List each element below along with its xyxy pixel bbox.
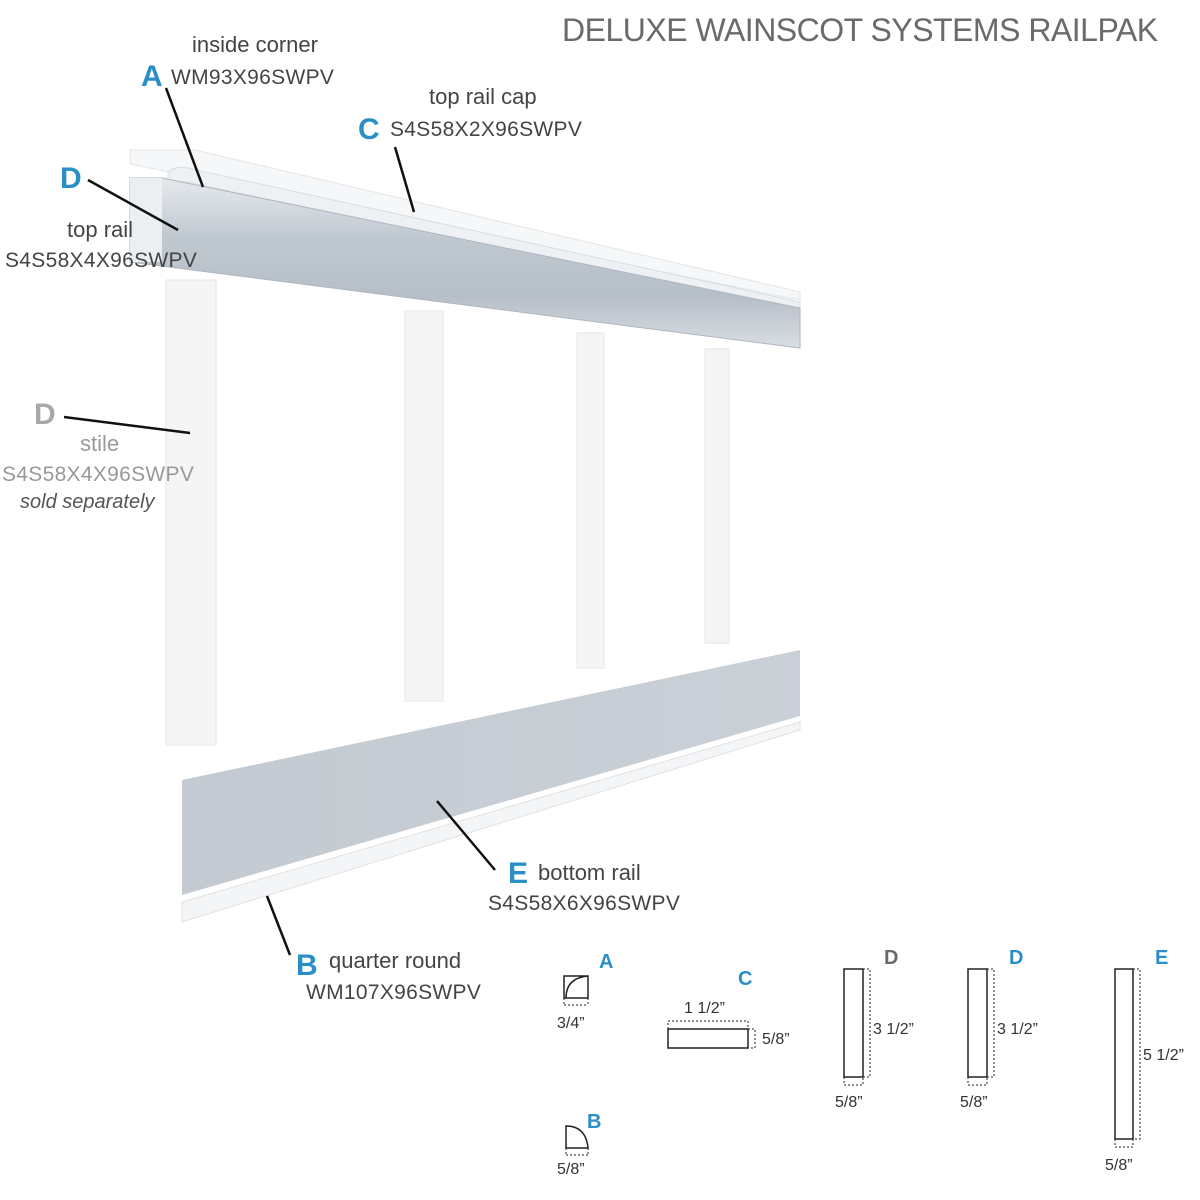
- profile-c-letter: C: [738, 968, 753, 990]
- stile-1: [165, 279, 217, 746]
- stile-2: [404, 310, 444, 702]
- inside-corner-code: WM93X96SWPV: [171, 66, 335, 89]
- leader-a: [164, 87, 205, 188]
- profile-b-letter: B: [587, 1111, 602, 1133]
- top-rail-code: S4S58X4X96SWPV: [5, 249, 198, 272]
- profile-e-drawing: [1114, 968, 1141, 1148]
- profile-e-width: 5/8”: [1105, 1157, 1133, 1174]
- profile-e-height: 5 1/2”: [1143, 1047, 1184, 1064]
- profile-d2-letter: D: [1009, 947, 1024, 969]
- profile-b-drawing: [565, 1125, 589, 1156]
- profile-a-drawing: [563, 975, 589, 1006]
- top-rail-face: [130, 178, 162, 262]
- stile-4: [704, 348, 730, 644]
- profile-c-height: 5/8”: [762, 1031, 790, 1048]
- profile-c-width: 1 1/2”: [684, 1000, 725, 1017]
- profile-b-width: 5/8”: [557, 1161, 585, 1178]
- profile-d1-width: 5/8”: [835, 1094, 863, 1111]
- stile-letter: D: [34, 398, 56, 431]
- leader-c: [393, 146, 416, 213]
- stile-note: sold separately: [20, 491, 155, 513]
- profile-a-letter: A: [599, 951, 614, 973]
- quarter-round-letter: B: [296, 949, 318, 982]
- top-rail-letter: D: [60, 162, 82, 195]
- top-rail-label: top rail: [67, 217, 134, 242]
- top-rail-cap-letter: C: [358, 113, 380, 146]
- stile-3: [576, 332, 605, 669]
- bottom-rail: [182, 650, 800, 895]
- top-rail-cap: [129, 149, 801, 301]
- top-rail-cap-label: top rail cap: [429, 84, 537, 109]
- top-rail: [129, 177, 801, 349]
- page-title: DELUXE WAINSCOT SYSTEMS RAILPAK: [562, 12, 1158, 48]
- profile-d2-height: 3 1/2”: [997, 1021, 1038, 1038]
- profile-d1-height: 3 1/2”: [873, 1021, 914, 1038]
- leader-e: [436, 800, 496, 871]
- profile-e-letter: E: [1155, 947, 1169, 969]
- profile-d1-drawing: [843, 968, 871, 1086]
- stile-label: stile: [80, 431, 120, 456]
- leader-b: [265, 895, 292, 956]
- profile-c-drawing: [667, 1020, 756, 1049]
- bottom-rail-code: S4S58X6X96SWPV: [488, 892, 681, 915]
- quarter-round-label: quarter round: [329, 948, 462, 973]
- profile-d2-drawing: [967, 968, 995, 1086]
- bottom-rail-letter: E: [508, 857, 529, 890]
- stile-code: S4S58X4X96SWPV: [2, 463, 195, 486]
- profile-a-width: 3/4”: [557, 1015, 585, 1032]
- inside-corner-letter: A: [141, 60, 163, 93]
- bottom-rail-label: bottom rail: [538, 860, 641, 885]
- leader-d-stile: [63, 415, 191, 435]
- quarter-round-molding: [181, 721, 801, 923]
- inside-corner-label: inside corner: [192, 32, 318, 57]
- profile-d2-width: 5/8”: [960, 1094, 988, 1111]
- leader-d-top: [87, 178, 179, 232]
- top-rail-cap-code: S4S58X2X96SWPV: [390, 118, 583, 141]
- quarter-round-code: WM107X96SWPV: [306, 981, 482, 1004]
- profile-d1-letter: D: [884, 947, 899, 969]
